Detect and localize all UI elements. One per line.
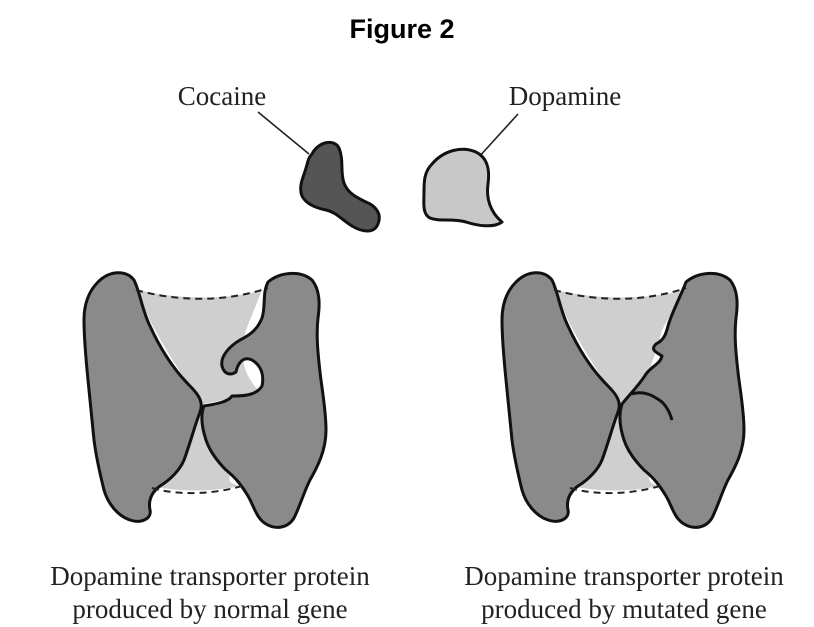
dopamine-label: Dopamine xyxy=(509,81,621,111)
mutated-transporter-protein xyxy=(502,273,744,528)
mutated-caption-line-2: produced by mutated gene xyxy=(481,594,767,624)
normal-caption-line-1: Dopamine transporter protein xyxy=(50,561,370,591)
mutated-caption-line-1: Dopamine transporter protein xyxy=(464,561,784,591)
cocaine-label: Cocaine xyxy=(178,81,266,111)
figure-title: Figure 2 xyxy=(349,14,454,44)
normal-transporter-protein xyxy=(84,273,326,528)
cocaine-molecule xyxy=(301,142,380,231)
dopamine-molecule xyxy=(424,149,502,225)
cocaine-leader-line xyxy=(258,112,309,154)
normal-caption-line-2: produced by normal gene xyxy=(72,594,347,624)
dopamine-leader-line xyxy=(478,114,518,158)
